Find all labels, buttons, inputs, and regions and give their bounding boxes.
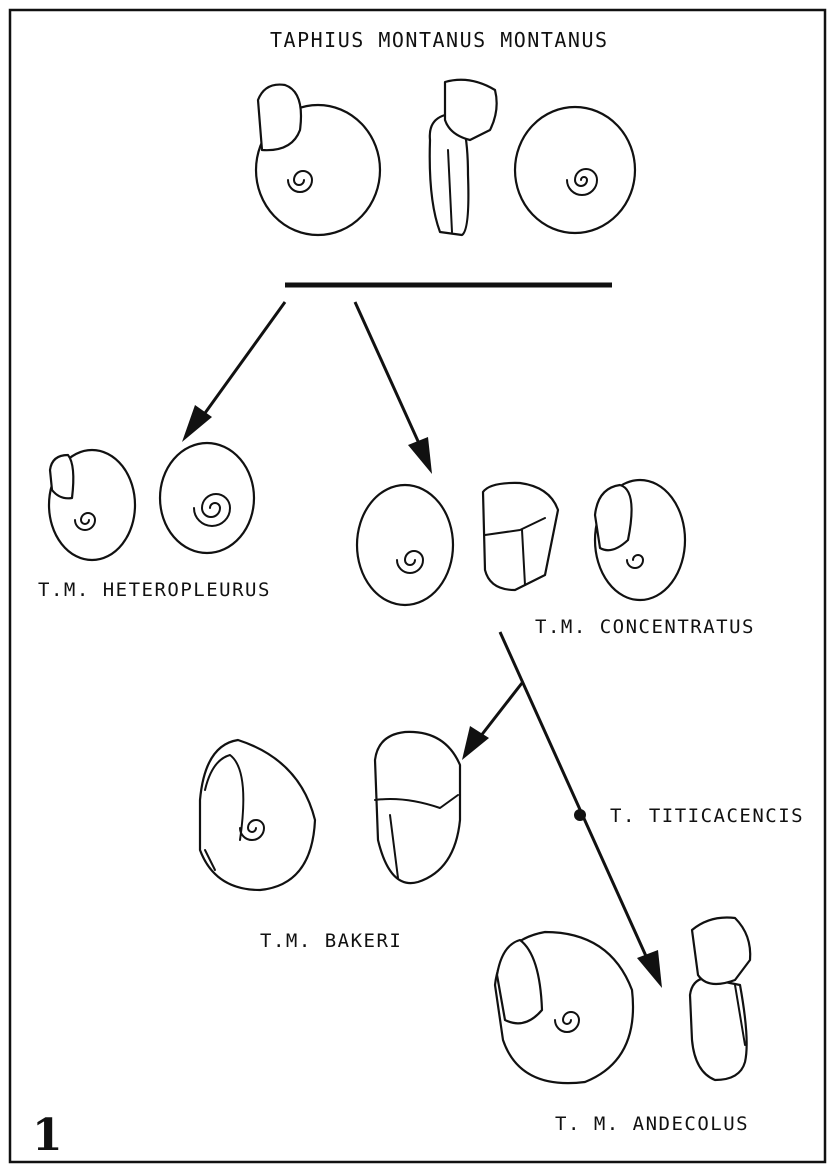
shell-andecolus-apertural bbox=[495, 932, 633, 1083]
shell-concentratus-side bbox=[483, 483, 558, 590]
shell-concentratus-apertural bbox=[595, 480, 685, 600]
shell-montanus-umbilical bbox=[515, 107, 635, 233]
shell-heteropleurus-umbilical bbox=[160, 443, 254, 553]
bakeri-label: T.M. BAKERI bbox=[260, 930, 402, 952]
andecolus-label: T. M. ANDECOLUS bbox=[555, 1113, 749, 1135]
root-label: TAPHIUS MONTANUS MONTANUS bbox=[270, 28, 609, 52]
arrow-to-concentratus bbox=[355, 302, 432, 474]
figure-number: 1 bbox=[32, 1110, 64, 1161]
shell-bakeri-side bbox=[375, 732, 460, 883]
arrow-to-bakeri bbox=[462, 683, 522, 760]
titicacencis-label: T. TITICACENCIS bbox=[610, 805, 804, 827]
concentratus-label: T.M. CONCENTRATUS bbox=[535, 616, 755, 638]
shell-montanus-side bbox=[430, 80, 497, 235]
heteropleurus-label: T.M. HETEROPLEURUS bbox=[38, 579, 271, 601]
shell-bakeri-apertural bbox=[200, 740, 315, 890]
shell-montanus-apertural bbox=[256, 85, 380, 235]
shell-andecolus-side bbox=[690, 918, 750, 1081]
shell-heteropleurus-apertural bbox=[49, 450, 135, 560]
arrow-to-heteropleurus bbox=[182, 302, 285, 442]
shell-concentratus-umbilical bbox=[357, 485, 453, 605]
